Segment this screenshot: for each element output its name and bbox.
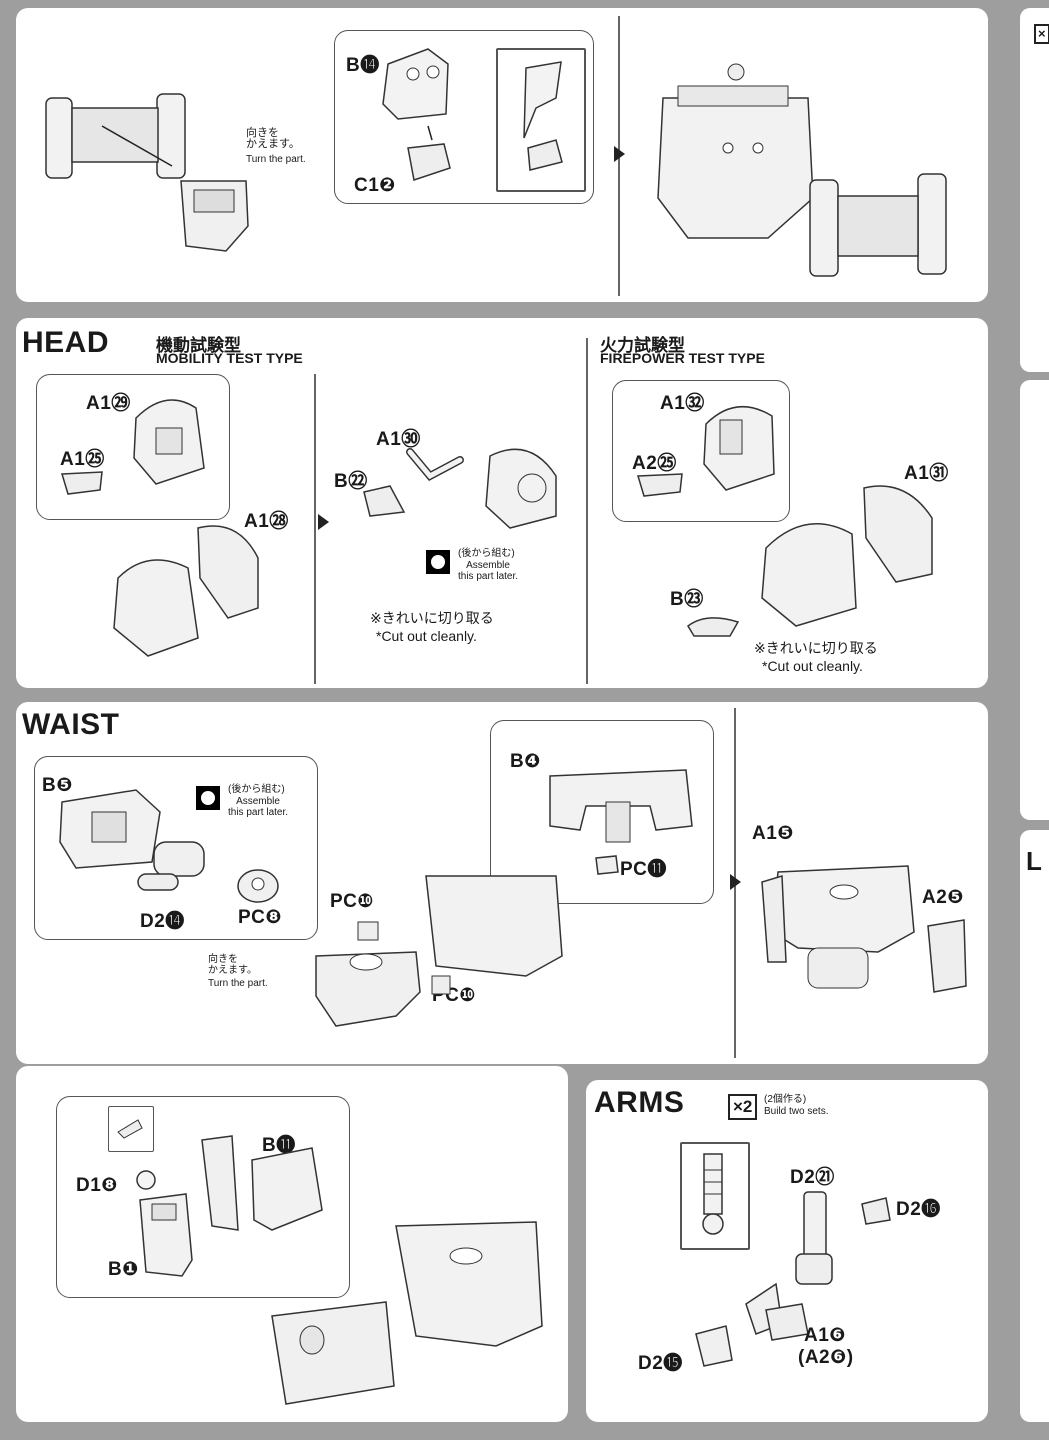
part-b1-illustration [139,1193,193,1277]
mobility-head-detail-illustration [133,399,205,485]
waist-assemble-later-icon [196,786,220,810]
part-b4-illustration [549,769,693,843]
assemble-later-icon [426,550,450,574]
part-label-d221: D2㉑ [790,1167,835,1188]
build-two-badge: ×2 [728,1094,758,1120]
part-b11-illustration [201,1135,323,1231]
torso-core-illustration [180,180,249,252]
part-label-b5: B❺ [42,775,73,796]
part-label-b4: B❹ [510,751,541,772]
part-label-a15: A1❺ [752,823,794,844]
arm-joint-detail-illustration [702,1153,724,1235]
head-panel: HEAD 機動試験型 MOBILITY TEST TYPE 火力試験型 FIRE… [16,318,988,688]
torso-frame-illustration [45,93,186,179]
part-label-b23: B㉓ [670,589,704,610]
part-pc8-illustration [237,869,279,903]
part-c12-illustration [407,125,451,181]
firepower-visor-illustration [637,473,683,497]
waist-title: WAIST [22,708,120,741]
part-label-d214: D2⓮ [140,911,185,932]
cut-cleanly-jp: ※きれいに切り取る [370,610,494,626]
arms-panel: ARMS ×2 (2個作る) Build two sets. D2㉑ D2⓰ A… [586,1080,988,1422]
part-label-pc8: PC❽ [238,907,282,928]
waist-step2-panel: D1❽ B❶ B⓫ [16,1066,568,1422]
part-label-d18: D1❽ [76,1175,118,1196]
firepower-title-jp: 火力試験型 [600,336,685,355]
top-panel: 向きを かえます。 Turn the part. B⓮ C1❷ [16,8,988,302]
part-label-a16: A1❻ [804,1325,846,1346]
part-label-b14: B⓮ [346,55,380,76]
part-label-pc10-a: PC❿ [330,891,374,912]
side-panel-lower [1020,830,1049,1422]
part-label-a125: A1㉕ [60,449,105,470]
part-b23-illustration [687,617,740,637]
firepower-head-detail-illustration [703,405,775,491]
torso-frame-attach-illustration [809,173,947,277]
arms-title: ARMS [594,1086,685,1119]
part-label-b11: B⓫ [262,1135,296,1156]
fp-cut-cleanly-en: *Cut out cleanly. [762,658,863,674]
part-label-a131: A1㉛ [904,463,949,484]
step-arrow [614,146,625,162]
torso-assembled-illustration [657,63,814,239]
mobility-head-illustration [113,525,259,657]
part-a25-illustration [927,919,967,993]
build-two-en: Build two sets. [764,1106,829,1117]
part-label-b22: B㉒ [334,471,368,492]
assemble-later-en: Assemble this part later. [458,560,519,582]
head-divider-2 [586,338,588,684]
firepower-head-illustration [761,485,933,627]
waist2-assembly-illustration [271,1221,543,1405]
waist-assembled-illustration [761,865,915,989]
part-d18-illustration [136,1170,156,1190]
part-label-c12: C1❷ [354,175,396,196]
part-label-a129: A1㉙ [86,393,131,414]
build-two-jp: (2個作る) [764,1094,807,1105]
turn-note-en: Turn the part. [246,154,306,165]
part-b14-illustration [382,48,449,120]
head-step-arrow [318,514,329,530]
waist-step-arrow [730,874,741,890]
head-divider-1 [314,374,316,684]
part-b5-illustration [59,789,161,869]
part-label-a132: A1㉜ [660,393,705,414]
waist-turn-en: Turn the part. [208,978,268,989]
part-pc11-illustration [595,855,619,875]
waist-later-jp: (後から組む) [228,784,285,795]
part-label-a128: A1㉘ [244,511,289,532]
part-label-d215: D2⓯ [638,1353,683,1374]
assemble-later-jp: (後から組む) [458,548,515,559]
part-d214-illustration [137,841,205,891]
mini-inset-part-illustration [117,1119,143,1139]
part-label-a225: A2㉕ [632,453,677,474]
waist-turn-jp: 向きを かえます。 [208,954,257,976]
mobility-head-assembly-illustration [363,448,557,529]
part-label-a25: A2❺ [922,887,964,908]
inset-part-illustration [523,61,563,171]
waist-later-en: Assemble this part later. [228,796,289,818]
side-panel-upper [1020,8,1049,372]
waist-panel: WAIST B❺ (後から組む) Assemble this part late… [16,702,988,1064]
arm-assembly-illustration [695,1191,891,1367]
cut-cleanly-en: *Cut out cleanly. [376,628,477,644]
waist-assembly-illustration [315,875,563,1027]
mobility-title-jp: 機動試験型 [156,336,241,355]
mobility-visor-illustration [61,471,103,495]
part-label-pc11: PC⓫ [620,859,667,880]
part-label-a130: A1㉚ [376,429,421,450]
side-times-fragment: × [1034,24,1049,44]
mobility-title-en: MOBILITY TEST TYPE [156,350,303,366]
part-label-a26: (A2❻) [798,1347,854,1368]
side-leg-fragment: L [1026,846,1043,876]
fp-cut-cleanly-jp: ※きれいに切り取る [754,640,878,656]
turn-note-jp: 向きを かえます。 [246,127,300,150]
head-title: HEAD [22,326,110,359]
part-label-d216: D2⓰ [896,1199,941,1220]
firepower-title-en: FIREPOWER TEST TYPE [600,350,765,366]
side-panel-middle [1020,380,1049,820]
part-label-b1: B❶ [108,1259,139,1280]
